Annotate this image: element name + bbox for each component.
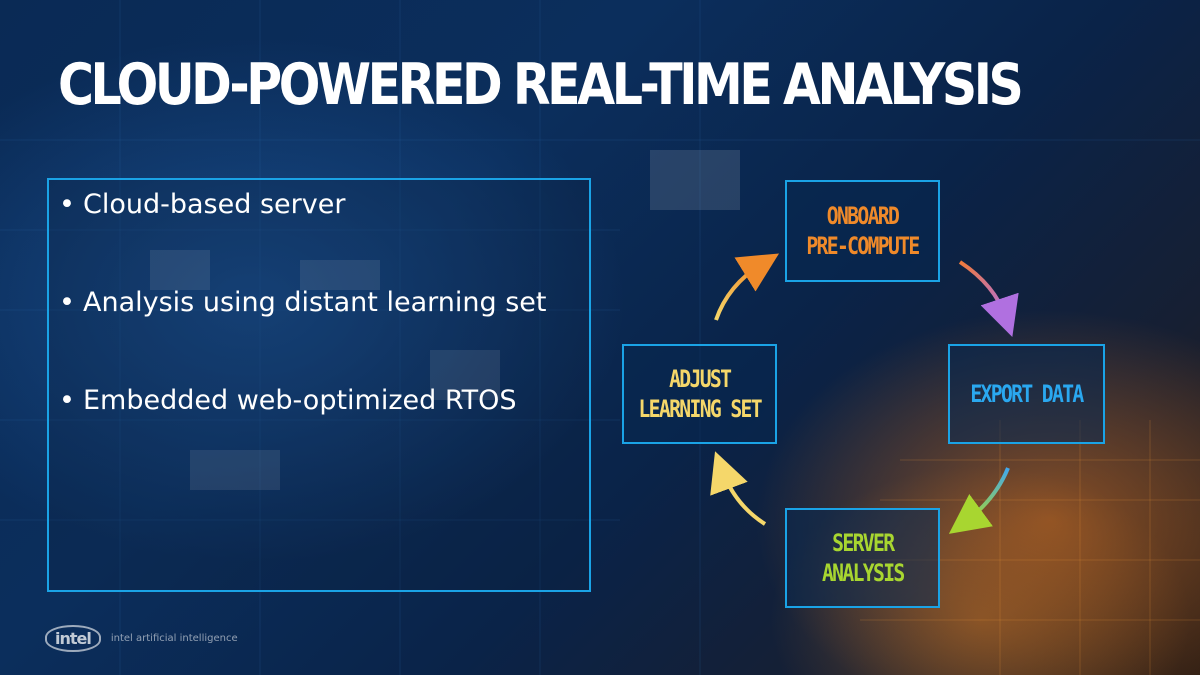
intel-logo-icon: intel [45,625,101,652]
bullet-text: Embedded web-optimized RTOS [83,385,517,416]
cycle-node-export-data: EXPORT DATA [948,344,1105,444]
bullet-list: • Cloud-based server • Analysis using di… [59,186,579,480]
footer-logo: intel intel artificial intelligence [45,625,238,652]
node-label: SERVER ANALYSIS [821,529,905,587]
slide-title: CLOUD-POWERED REAL-TIME ANALYSIS [58,52,1024,118]
cycle-node-adjust-learning-set: ADJUST LEARNING SET [622,344,777,444]
bullet-marker: • [59,287,75,318]
bullet-item: • Embedded web-optimized RTOS [59,382,579,420]
bullet-marker: • [59,189,75,220]
node-label: ONBOARD PRE-COMPUTE [806,202,920,260]
bullet-item: • Analysis using distant learning set [59,284,579,322]
node-label: ADJUST LEARNING SET [638,365,762,423]
bullet-marker: • [59,385,75,416]
node-label: EXPORT DATA [970,380,1084,408]
cycle-node-onboard-precompute: ONBOARD PRE-COMPUTE [785,180,940,282]
bullet-text: Analysis using distant learning set [83,287,547,318]
cycle-node-server-analysis: SERVER ANALYSIS [785,508,940,608]
bullet-panel: • Cloud-based server • Analysis using di… [47,178,591,592]
bullet-item: • Cloud-based server [59,186,579,224]
footer-tagline: intel artificial intelligence [110,633,238,644]
bullet-text: Cloud-based server [83,189,346,220]
